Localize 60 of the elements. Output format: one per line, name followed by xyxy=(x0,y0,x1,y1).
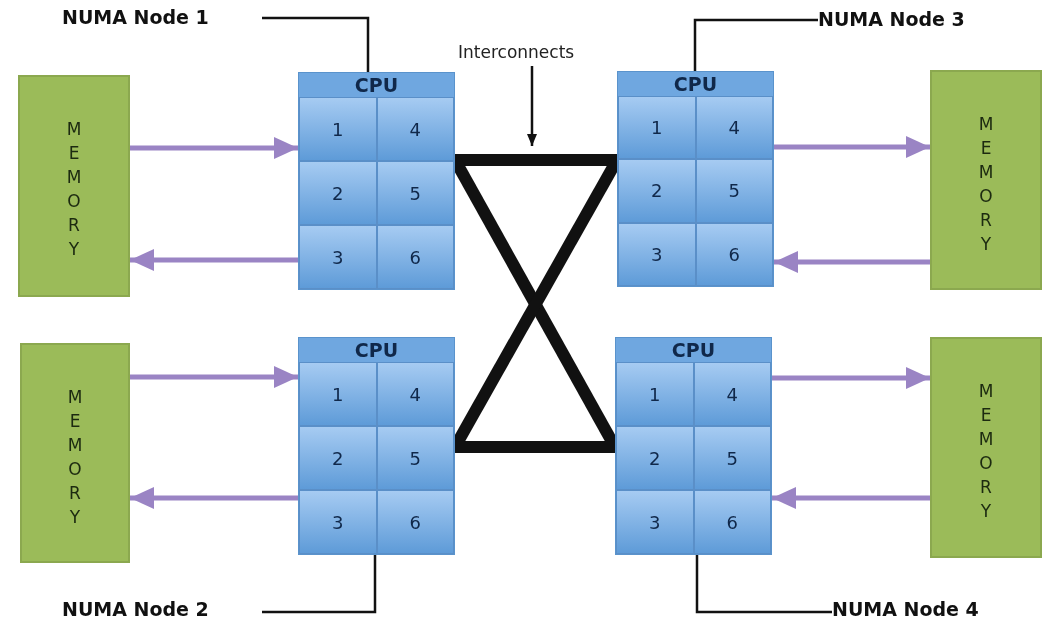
memory-box xyxy=(18,75,130,297)
memory-label: MEMORY xyxy=(978,380,994,523)
leader-line xyxy=(262,16,370,72)
core-cell: 1 xyxy=(299,97,377,161)
cpu-title: CPU xyxy=(670,338,717,362)
core-cell: 6 xyxy=(376,225,454,289)
cpu-title: CPU xyxy=(672,72,719,96)
memory-box xyxy=(930,70,1042,290)
arrow xyxy=(130,487,298,509)
core-cell: 3 xyxy=(618,222,696,286)
memory-label: MEMORY xyxy=(66,118,82,261)
core-cell: 3 xyxy=(299,225,377,289)
cpu-block xyxy=(617,71,774,287)
node-label: NUMA Node 4 xyxy=(832,598,1032,624)
core-cell: 3 xyxy=(299,490,377,554)
core-cell: 2 xyxy=(618,159,696,223)
cpu-title: CPU xyxy=(353,338,400,362)
cpu-block xyxy=(298,72,455,290)
core-cell: 1 xyxy=(299,362,377,426)
cpu-block xyxy=(298,337,455,555)
core-cell: 4 xyxy=(376,97,454,161)
core-cell: 1 xyxy=(616,362,694,426)
core-cell: 6 xyxy=(376,490,454,554)
node-label: NUMA Node 2 xyxy=(62,598,262,624)
arrow xyxy=(130,366,298,388)
core-cell: 3 xyxy=(616,490,694,554)
core-cell: 4 xyxy=(376,362,454,426)
core-cell: 2 xyxy=(299,426,377,490)
interconnect-line xyxy=(455,154,617,166)
memory-label: MEMORY xyxy=(67,386,83,529)
node-label: NUMA Node 3 xyxy=(818,8,1018,34)
cpu-block xyxy=(615,337,772,555)
memory-box xyxy=(930,337,1042,558)
arrow xyxy=(774,251,930,273)
core-cell: 2 xyxy=(299,161,377,225)
arrow xyxy=(772,367,930,389)
arrow xyxy=(527,66,537,146)
core-cell: 4 xyxy=(695,96,773,160)
core-cell: 5 xyxy=(693,426,771,490)
core-cell: 5 xyxy=(695,159,773,223)
core-cell: 5 xyxy=(376,161,454,225)
arrow xyxy=(130,137,298,159)
leader-line xyxy=(693,18,818,71)
core-cell: 6 xyxy=(693,490,771,554)
core-cell: 1 xyxy=(618,96,696,160)
leader-line xyxy=(695,555,832,614)
memory-label: MEMORY xyxy=(978,113,994,256)
callout-label: Interconnects xyxy=(458,42,608,66)
interconnect-line xyxy=(455,441,615,453)
memory-box xyxy=(20,343,130,563)
leader-line xyxy=(262,555,377,614)
cpu-title: CPU xyxy=(353,73,400,97)
arrow xyxy=(130,249,298,271)
core-cell: 2 xyxy=(616,426,694,490)
arrow xyxy=(774,136,930,158)
core-cell: 5 xyxy=(376,426,454,490)
node-label: NUMA Node 1 xyxy=(62,6,262,32)
arrow xyxy=(772,487,930,509)
core-cell: 6 xyxy=(695,222,773,286)
core-cell: 4 xyxy=(693,362,771,426)
